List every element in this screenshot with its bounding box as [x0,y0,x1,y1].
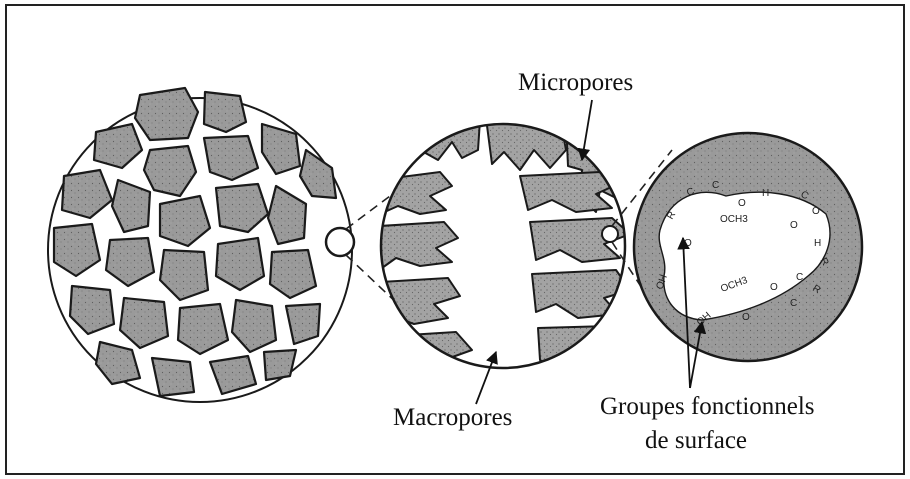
chem-group-symbol: H [762,188,769,199]
surface-groups-label-line2: de surface [645,428,747,453]
surface-groups-circle: CCOHOCH3COOHOOHOCH3OCOHRROCR [634,133,862,361]
carbon-granule [48,88,354,402]
chem-group-symbol: O [770,282,778,293]
chem-group-symbol: O [684,238,692,249]
chem-group-symbol: H [814,238,821,249]
micropores-arrow [582,100,592,160]
micropore-marker [602,226,618,242]
chem-group-symbol: OCH3 [720,214,748,225]
granule-particle [152,358,194,396]
chem-group-symbol: C [796,272,803,283]
pore-lobe [538,326,618,374]
micropores-label: Micropores [518,70,633,95]
pore-lobe [392,332,472,372]
chem-group-symbol: C [712,180,719,191]
surface-groups-label-line1: Groupes fonctionnels [600,394,815,419]
chem-group-symbol: C [790,298,797,309]
granule-particle [264,350,296,380]
granule-pore-marker [326,228,354,256]
granule-particle [135,88,198,140]
pore-structure-circle [378,118,630,374]
chem-group-symbol: O [738,198,746,209]
chem-group-symbol: O [812,206,820,217]
macropores-label: Macropores [393,405,512,430]
granule-particle [204,92,246,132]
chem-group-symbol: O [790,220,798,231]
chem-group-symbol: O [742,312,750,323]
